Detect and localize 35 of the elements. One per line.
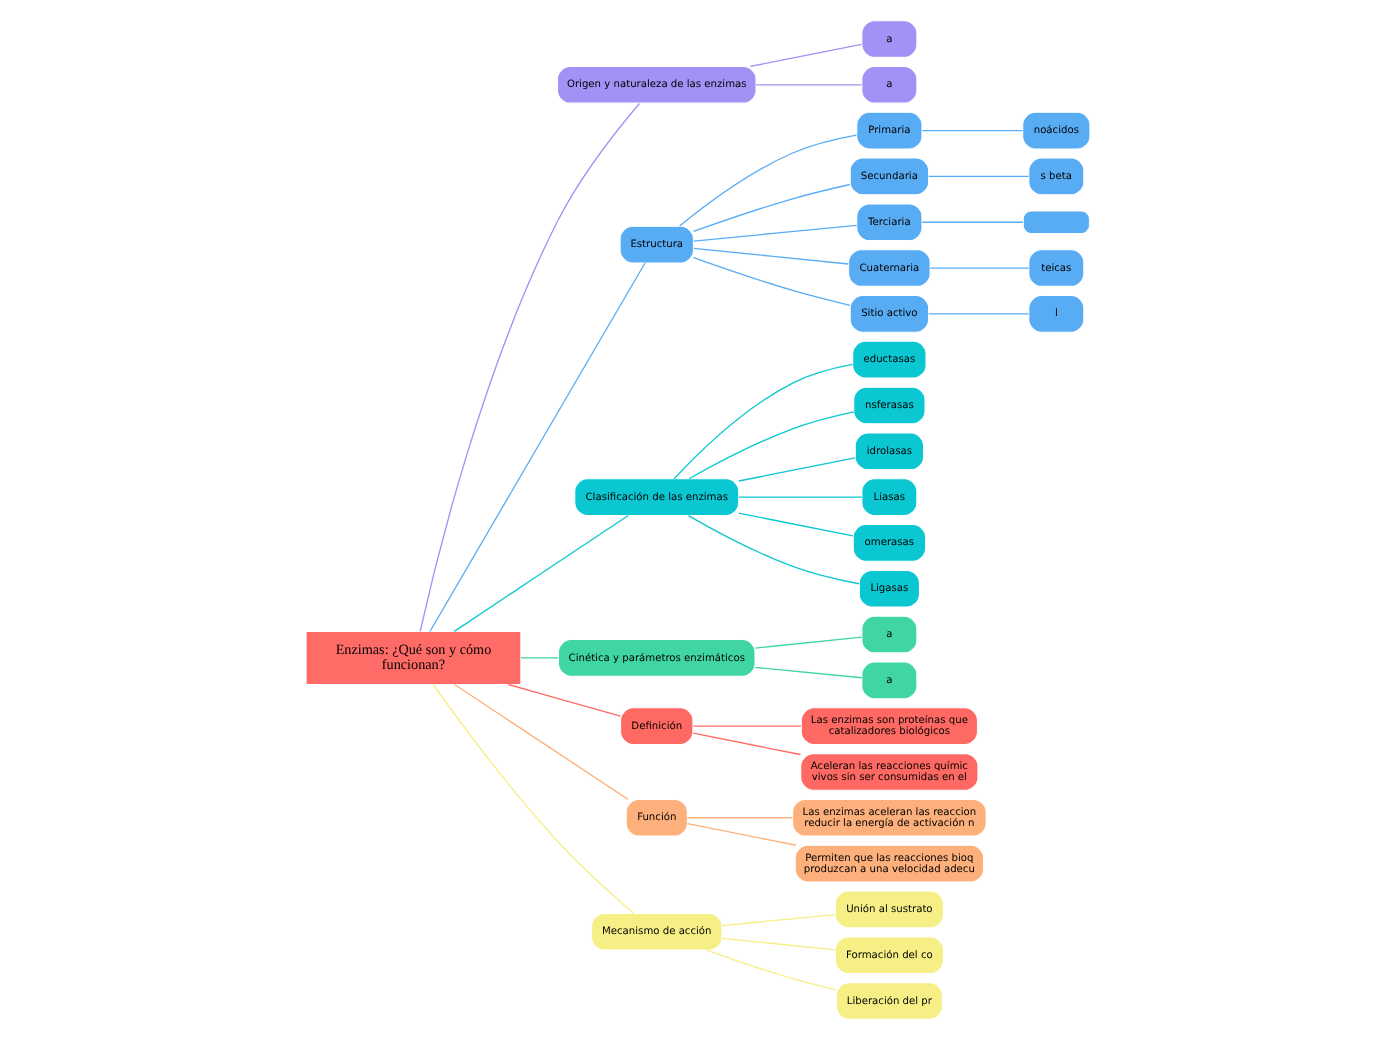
connector	[754, 84, 862, 86]
connector	[737, 457, 855, 482]
connector	[691, 732, 801, 756]
connector	[753, 636, 862, 649]
connector	[691, 725, 801, 727]
node-box	[1021, 210, 1089, 234]
connector	[692, 224, 857, 242]
connector	[705, 949, 836, 991]
connector	[920, 221, 1023, 223]
connector	[506, 683, 621, 717]
connector	[753, 666, 862, 679]
connector	[431, 683, 634, 914]
connector	[691, 183, 850, 233]
connector	[720, 937, 836, 951]
connector	[452, 683, 628, 800]
connector	[519, 657, 558, 659]
connector	[672, 363, 853, 480]
connector	[748, 43, 862, 68]
connector	[686, 514, 859, 585]
connector	[927, 313, 1029, 315]
connector	[428, 262, 645, 633]
connector	[920, 129, 1023, 132]
connector	[737, 512, 853, 537]
connector	[720, 913, 836, 927]
connector	[692, 247, 848, 265]
connector	[452, 514, 628, 633]
connector	[691, 257, 850, 306]
connector	[685, 823, 796, 846]
connector	[685, 817, 793, 819]
connector	[687, 411, 854, 480]
connector	[737, 496, 862, 498]
connector	[928, 267, 1029, 269]
connector	[678, 134, 857, 227]
connector	[418, 102, 640, 632]
connector	[927, 175, 1029, 178]
